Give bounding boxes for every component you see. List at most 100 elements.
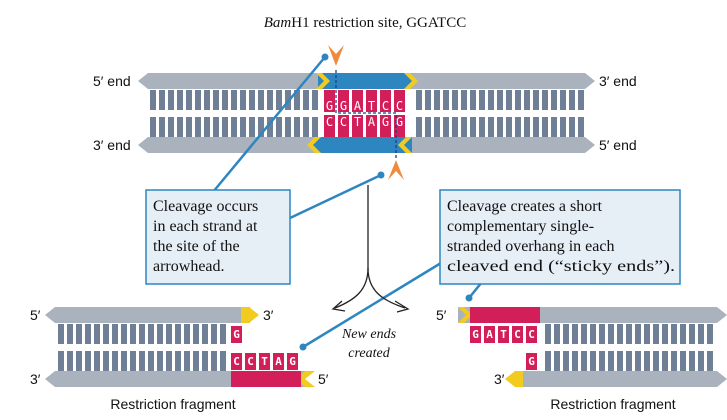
left-overhang-base: G bbox=[289, 355, 296, 368]
right-rung-top bbox=[707, 324, 713, 344]
site-bottom-base: A bbox=[368, 115, 376, 129]
bottom-right-chevron bbox=[398, 137, 412, 153]
site-top-strand bbox=[318, 73, 414, 89]
right-rung-bottom bbox=[563, 351, 569, 371]
right-rung-top bbox=[608, 324, 614, 344]
callout-right-box bbox=[439, 189, 681, 285]
right-rung-top bbox=[626, 324, 632, 344]
left-fragment-top-backbone bbox=[45, 307, 250, 323]
callout-left-line-4: arrowhead. bbox=[153, 258, 225, 275]
left-rung-bottom bbox=[130, 351, 136, 371]
title-enzyme: Bam bbox=[264, 15, 292, 31]
right-rung-bottom bbox=[707, 351, 713, 371]
right-rung-bottom bbox=[590, 351, 596, 371]
left-overhang-base: A bbox=[275, 355, 282, 368]
right-overhang-base-tile bbox=[512, 326, 523, 343]
right-rung-bottom bbox=[635, 351, 641, 371]
callout-left-line-1: Cleavage occurs bbox=[153, 198, 258, 215]
right-rung-top bbox=[572, 324, 578, 344]
left-overhang-base-tile bbox=[231, 353, 242, 370]
rung-bottom bbox=[515, 117, 521, 137]
left-overhang-g: G bbox=[233, 328, 240, 341]
left-rung-top bbox=[139, 324, 145, 344]
rung-top bbox=[213, 90, 219, 110]
rung-bottom bbox=[560, 117, 566, 137]
right-overhang-base: A bbox=[486, 328, 493, 341]
rung-top bbox=[497, 90, 503, 110]
right-rung-top bbox=[545, 324, 551, 344]
right-rung-bottom bbox=[698, 351, 704, 371]
left-rung-bottom bbox=[202, 351, 208, 371]
rung-bottom bbox=[204, 117, 210, 137]
rung-bottom bbox=[533, 117, 539, 137]
rung-top bbox=[222, 90, 228, 110]
right-rung-top bbox=[563, 324, 569, 344]
left-rung-top bbox=[103, 324, 109, 344]
site-top-base: C bbox=[396, 99, 403, 113]
rung-top bbox=[506, 90, 512, 110]
rung-top bbox=[569, 90, 575, 110]
right-rung-bottom bbox=[626, 351, 632, 371]
left-fragment-caption: Restriction fragment bbox=[110, 396, 235, 412]
right-rung-bottom bbox=[671, 351, 677, 371]
rung-top bbox=[231, 90, 237, 110]
right-rung-top bbox=[599, 324, 605, 344]
rung-bottom bbox=[303, 117, 309, 137]
callout-left-line-3: the site of the bbox=[153, 238, 240, 255]
right-overhang-base-tile bbox=[526, 326, 537, 343]
rung-top bbox=[488, 90, 494, 110]
site-bottom-base: C bbox=[340, 115, 347, 129]
rung-top bbox=[542, 90, 548, 110]
left-rung-top bbox=[202, 324, 208, 344]
rung-bottom bbox=[551, 117, 557, 137]
right-rung-bottom bbox=[554, 351, 560, 371]
rung-bottom bbox=[497, 117, 503, 137]
right-fragment-bottom-left-label: 3′ bbox=[494, 371, 505, 387]
left-rung-top bbox=[220, 324, 226, 344]
right-rung-bottom bbox=[608, 351, 614, 371]
rung-top bbox=[249, 90, 255, 110]
right-rung-top bbox=[689, 324, 695, 344]
right-fragment-caption: Restriction fragment bbox=[550, 396, 675, 412]
right-rung-bottom bbox=[617, 351, 623, 371]
right-rung-top bbox=[590, 324, 596, 344]
left-rung-top bbox=[184, 324, 190, 344]
rung-bottom bbox=[470, 117, 476, 137]
rung-top bbox=[434, 90, 440, 110]
rung-bottom bbox=[240, 117, 246, 137]
left-rung-top bbox=[193, 324, 199, 344]
rung-bottom bbox=[213, 117, 219, 137]
left-rung-top bbox=[67, 324, 73, 344]
new-ends-left-branch bbox=[334, 267, 369, 309]
right-fragment-rungs bbox=[545, 324, 713, 371]
rung-bottom bbox=[524, 117, 530, 137]
rung-bottom bbox=[506, 117, 512, 137]
top-left-chevron bbox=[316, 73, 330, 89]
right-overhang-base: C bbox=[514, 328, 521, 341]
rung-bottom bbox=[312, 117, 318, 137]
bottom-right-end-label: 5′ end bbox=[599, 137, 637, 153]
rung-top bbox=[186, 90, 192, 110]
site-bottom-strand bbox=[311, 137, 412, 153]
right-overhang-base-tile bbox=[498, 326, 509, 343]
left-rung-top bbox=[166, 324, 172, 344]
new-ends-right-branch bbox=[367, 267, 406, 309]
rung-top bbox=[276, 90, 282, 110]
left-fragment-top-right-label: 3′ bbox=[263, 307, 274, 323]
callout-right-line-2: complementary single- bbox=[447, 218, 594, 235]
rung-bottom bbox=[186, 117, 192, 137]
rung-bottom bbox=[294, 117, 300, 137]
left-rung-top bbox=[130, 324, 136, 344]
rung-top bbox=[479, 90, 485, 110]
left-rung-top bbox=[76, 324, 82, 344]
rung-top bbox=[515, 90, 521, 110]
site-top-base-tile bbox=[394, 90, 405, 112]
site-bottom-base: T bbox=[354, 115, 361, 129]
rung-top bbox=[267, 90, 273, 110]
left-overhang-base-tile bbox=[245, 353, 256, 370]
right-rung-bottom bbox=[572, 351, 578, 371]
left-rung-bottom bbox=[193, 351, 199, 371]
